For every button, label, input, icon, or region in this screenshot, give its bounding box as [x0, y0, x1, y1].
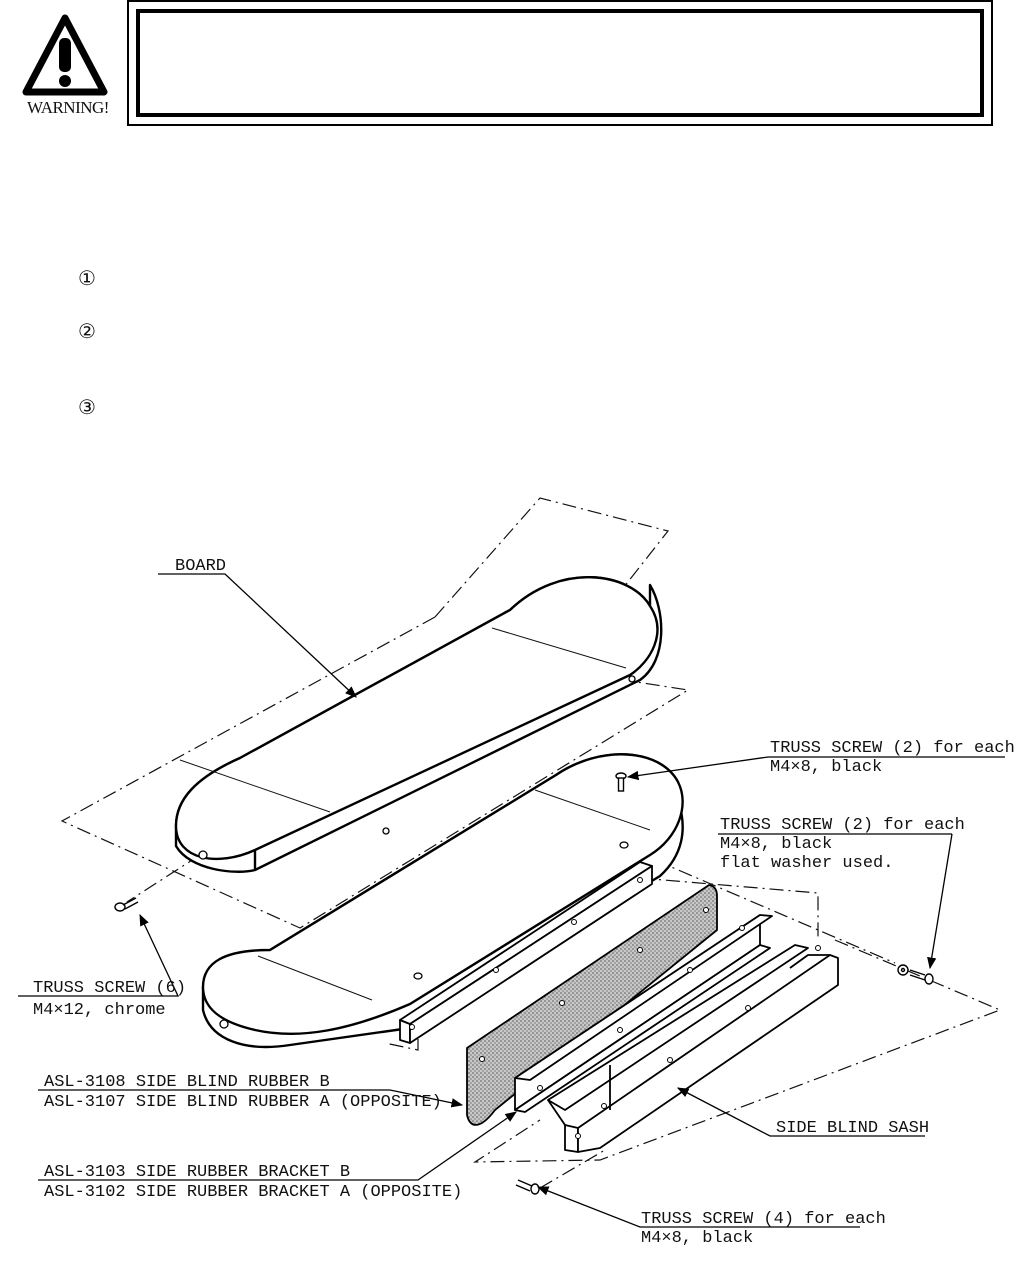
side-rubber-bracket	[399, 861, 653, 1044]
construction-lines	[60, 497, 1002, 1189]
part-holes	[409, 877, 821, 1139]
warning-box-inner	[136, 9, 984, 117]
warning-label: WARNING!	[27, 98, 109, 117]
base-board	[201, 753, 684, 1049]
side-blind-rubber	[466, 884, 718, 1126]
assembly-diagram: BOARD TRUSS SCREW (2) for each M4×8, bla…	[18, 497, 1015, 1248]
label-truss-screw-top: TRUSS SCREW (2) for each	[770, 739, 1015, 758]
label-rubber-a: ASL-3107 SIDE BLIND RUBBER A (OPPOSITE)	[44, 1093, 442, 1112]
upper-board-detail	[179, 627, 627, 813]
screw-icons	[114, 772, 934, 1195]
leader-lines	[18, 573, 1005, 1228]
label-truss-screw-right-spec: M4×8, black	[720, 835, 832, 854]
label-truss-screw-right-note: flat washer used.	[720, 854, 893, 873]
side-blind-sash	[547, 944, 839, 1153]
step-3-marker: ③	[78, 395, 96, 419]
label-truss-screw-bottom-spec: M4×8, black	[641, 1229, 753, 1248]
label-truss-screw-left-spec: M4×12, chrome	[33, 1001, 166, 1020]
warning-box	[127, 0, 993, 126]
label-truss-screw-bottom: TRUSS SCREW (4) for each	[641, 1210, 886, 1229]
step-1-marker: ①	[78, 266, 96, 290]
label-rubber-b: ASL-3108 SIDE BLIND RUBBER B	[44, 1073, 330, 1092]
label-truss-screw-right: TRUSS SCREW (2) for each	[720, 816, 965, 835]
label-truss-screw-left: TRUSS SCREW (6)	[33, 979, 186, 998]
label-side-blind-sash: SIDE BLIND SASH	[776, 1119, 929, 1138]
step-2-marker: ②	[78, 319, 96, 343]
warning-triangle-icon	[22, 14, 108, 96]
washer-screw-right-icon	[897, 964, 934, 985]
label-truss-screw-top-spec: M4×8, black	[770, 758, 882, 777]
truss-screw-bottom-icon	[515, 1179, 540, 1195]
truss-screw-top-icon	[615, 772, 627, 792]
label-bracket-a: ASL-3102 SIDE RUBBER BRACKET A (OPPOSITE…	[44, 1183, 462, 1202]
label-board: BOARD	[175, 557, 226, 576]
base-board-detail	[257, 789, 651, 1001]
side-rubber-strip	[514, 914, 773, 1113]
truss-screw-left-icon	[114, 897, 139, 912]
label-bracket-b: ASL-3103 SIDE RUBBER BRACKET B	[44, 1163, 350, 1182]
upper-board	[174, 576, 663, 873]
